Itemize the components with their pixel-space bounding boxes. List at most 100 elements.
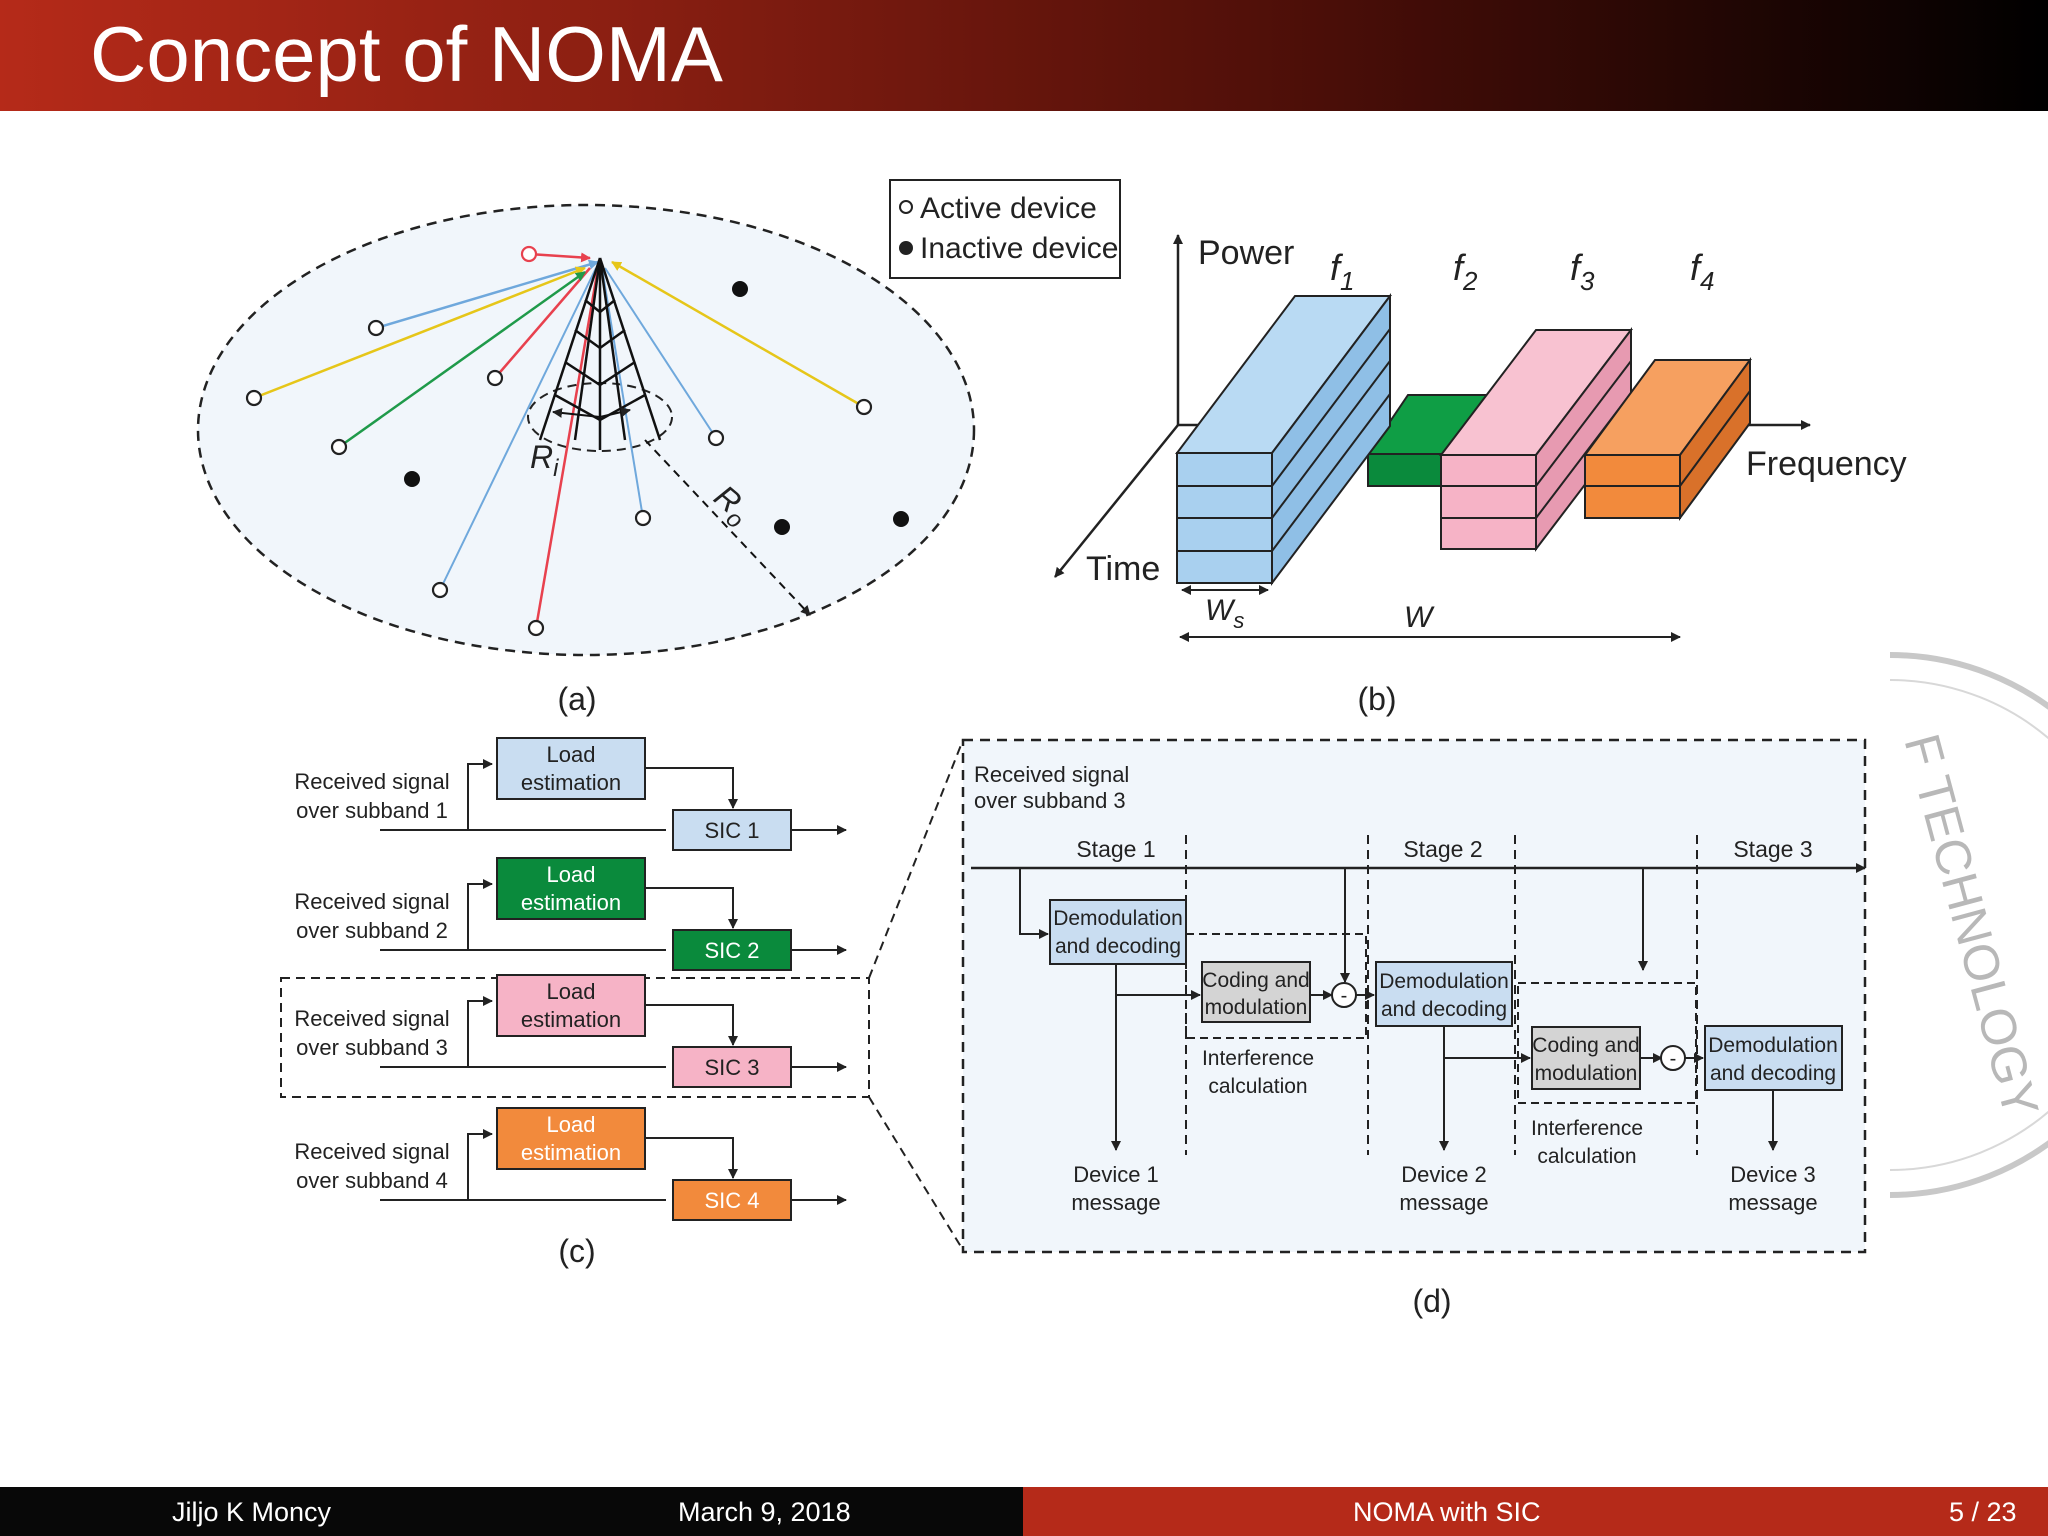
load-estimation-label: estimation	[521, 890, 621, 915]
legend-inactive-label: Inactive device	[920, 232, 1118, 265]
base-station-tower-icon	[538, 257, 662, 450]
device-2-message: message	[1399, 1190, 1488, 1215]
load-estimation-label: estimation	[521, 1140, 621, 1165]
demod-text: Demodulation	[1708, 1034, 1838, 1057]
signal-line	[528, 252, 591, 263]
demod-text: and decoding	[1055, 935, 1181, 958]
device-3-message: Device 3	[1730, 1162, 1816, 1187]
signal-line	[375, 259, 599, 330]
active-device-icon	[899, 200, 913, 214]
ws-label: Ws	[1205, 594, 1244, 633]
title-bar	[0, 0, 2048, 111]
legend: Active device Inactive device	[889, 179, 1121, 279]
load-to-sic-line	[645, 1137, 738, 1179]
footer-author: Jiljo K Moncy	[172, 1497, 332, 1527]
inactive-devices	[404, 281, 909, 535]
load-estimation-label: Load	[547, 979, 596, 1004]
load-to-sic-line	[645, 887, 738, 929]
power-label: Power	[1198, 234, 1294, 272]
interference-text: Interference	[1202, 1047, 1314, 1070]
row-input-label: Received signal	[294, 769, 449, 794]
load-estimation-label: Load	[547, 742, 596, 767]
load-estimation-label: Load	[547, 862, 596, 887]
slide-title: Concept of NOMA	[90, 10, 723, 98]
w-label: W	[1404, 601, 1435, 634]
signal-line	[611, 260, 865, 409]
inactive-device-icon	[732, 281, 748, 297]
load-to-sic-line	[645, 1004, 738, 1046]
footer-left: Jiljo K Moncy March 9, 2018	[0, 1487, 1023, 1536]
f3-label: f3	[1570, 247, 1595, 296]
inner-radius-label: Ri	[530, 439, 559, 482]
active-device-icon	[330, 438, 348, 456]
coding-text: modulation	[1535, 1062, 1638, 1085]
sic-box	[672, 1179, 792, 1221]
outer-radius-arrow	[644, 439, 811, 616]
row-input-label: over subband 2	[296, 918, 448, 943]
minus-sign: -	[1341, 985, 1348, 1007]
footer-date: March 9, 2018	[678, 1497, 851, 1527]
panel-a-network: Active device Inactive device	[196, 179, 1121, 717]
footer-bar: Jiljo K Moncy March 9, 2018 NOMA with SI…	[0, 1487, 2048, 1536]
active-device-icon	[245, 389, 263, 407]
signal-line	[534, 267, 600, 629]
legend-active-label: Active device	[920, 192, 1097, 225]
coding-text: Coding and	[1202, 969, 1309, 992]
footer-page-number: 5 / 23	[1949, 1497, 2017, 1527]
sic-label: SIC 4	[704, 1188, 759, 1213]
demod-text: Demodulation	[1053, 907, 1183, 930]
f4-label: f4	[1690, 247, 1714, 296]
noma-figure: F TECHNOLOGY Active device Inactive devi…	[196, 179, 2048, 1319]
row-branch-line	[467, 759, 493, 830]
caption-a: (a)	[557, 681, 596, 717]
footer-right: NOMA with SIC 5 / 23	[1023, 1487, 2048, 1536]
signal-line	[601, 267, 644, 519]
signal-line	[494, 267, 591, 379]
subband-f3-block	[1438, 327, 1634, 552]
active-device-icon	[486, 369, 504, 387]
stage-2-coding-box	[1531, 1026, 1641, 1090]
load-estimation-label: estimation	[521, 770, 621, 795]
time-label: Time	[1086, 550, 1160, 588]
row-input-label: Received signal	[294, 1006, 449, 1031]
caption-d: (d)	[1412, 1283, 1451, 1319]
signal-line	[338, 270, 586, 449]
interference-text: calculation	[1208, 1075, 1307, 1098]
d-input-line-1: Received signal	[974, 762, 1129, 787]
panel-b-resource-grid: Power Frequency Time	[1054, 234, 1907, 717]
load-estimation-label: estimation	[521, 1007, 621, 1032]
demod-text: and decoding	[1381, 998, 1507, 1021]
inactive-device-icon	[774, 519, 790, 535]
row-branch-line	[467, 996, 493, 1067]
active-device-icon	[431, 581, 449, 599]
demod-text: Demodulation	[1379, 970, 1509, 993]
active-device-icon	[855, 398, 873, 416]
row-branch-line	[467, 879, 493, 950]
row-branch-line	[467, 1129, 493, 1200]
sic-box	[672, 1046, 792, 1088]
load-estimation-label: Load	[547, 1112, 596, 1137]
frequency-label: Frequency	[1746, 445, 1907, 483]
coding-text: Coding and	[1532, 1034, 1639, 1057]
signal-line	[253, 266, 586, 400]
inactive-device-icon	[899, 241, 913, 255]
interference-text: Interference	[1531, 1117, 1643, 1140]
active-device-icon	[520, 245, 538, 263]
subband-f4-block	[1583, 356, 1752, 522]
caption-b: (b)	[1357, 681, 1396, 717]
outer-cell-boundary	[196, 203, 976, 657]
sic-label: SIC 3	[704, 1055, 759, 1080]
d-input-line-2: over subband 3	[974, 788, 1126, 813]
stage-3-label: Stage 3	[1733, 836, 1812, 862]
panel-d-sic-detail: Received signal over subband 3 Stage 1 S…	[961, 738, 1867, 1319]
stage-1-label: Stage 1	[1076, 836, 1155, 862]
device-1-message: message	[1071, 1190, 1160, 1215]
signal-line	[439, 267, 597, 591]
university-watermark: F TECHNOLOGY	[1889, 652, 2048, 1198]
footer-topic: NOMA with SIC	[1353, 1497, 1541, 1527]
sic-box	[672, 929, 792, 971]
